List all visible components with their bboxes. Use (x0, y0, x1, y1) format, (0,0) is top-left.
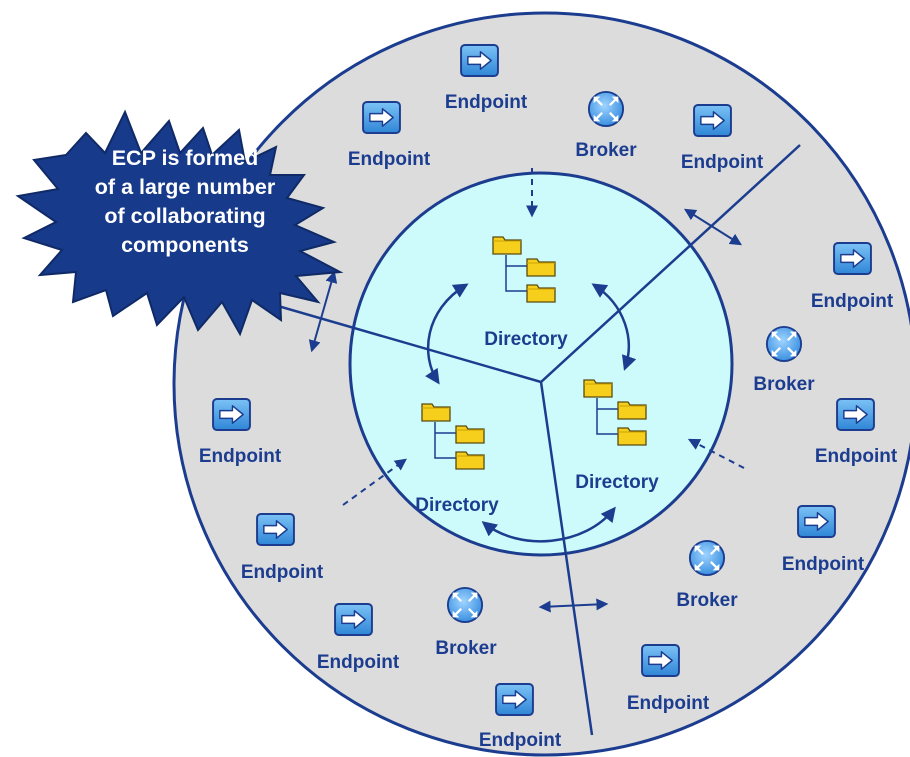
callout-line-1: ECP is formed (112, 146, 259, 170)
endpoint-4: Endpoint (811, 242, 894, 312)
directory-top: Directory (484, 237, 568, 350)
broker-icon (765, 325, 803, 363)
callout-line-4: components (121, 233, 249, 257)
arrow-right-icon (693, 104, 732, 137)
endpoint-9: Endpoint (317, 603, 400, 673)
endpoint-label: Endpoint (681, 152, 764, 173)
arrow-right-icon (836, 398, 875, 431)
directory-right: Directory (575, 380, 659, 493)
broker-label: Broker (435, 638, 497, 659)
endpoint-10: Endpoint (627, 644, 710, 714)
broker-top: Broker (575, 90, 637, 161)
broker-label: Broker (575, 140, 637, 161)
endpoint-11: Endpoint (479, 683, 562, 751)
broker-icon (587, 90, 625, 128)
broker-right: Broker (753, 325, 815, 395)
arrow-right-icon (460, 44, 499, 77)
endpoint-label: Endpoint (348, 149, 431, 170)
endpoint-2: Endpoint (348, 101, 431, 170)
endpoint-label: Endpoint (782, 554, 865, 575)
broker-icon (446, 586, 484, 624)
endpoint-label: Endpoint (479, 730, 562, 751)
ring-arrows (308, 208, 743, 613)
broker-label: Broker (676, 590, 738, 611)
arrow-right-icon (833, 242, 872, 275)
arrow-right-icon (256, 513, 295, 546)
directory-core (348, 171, 734, 557)
endpoint-1: Endpoint (445, 44, 528, 113)
endpoint-8: Endpoint (241, 513, 324, 583)
callout-burst (15, 109, 344, 337)
directory-label: Directory (484, 329, 568, 350)
endpoint-label: Endpoint (627, 693, 710, 714)
endpoint-6: Endpoint (199, 398, 282, 467)
directory-label: Directory (415, 495, 499, 516)
callout-line-3: of collaborating (104, 204, 265, 228)
endpoint-label: Endpoint (199, 446, 282, 467)
endpoint-label: Endpoint (317, 652, 400, 673)
arrow-right-icon (362, 101, 401, 134)
broker-bottom: Broker (435, 586, 497, 659)
partition-lines (239, 144, 801, 736)
endpoint-label: Endpoint (241, 562, 324, 583)
endpoint-label: Endpoint (815, 446, 898, 467)
arrow-right-icon (641, 644, 680, 677)
directory-label: Directory (575, 472, 659, 493)
arrow-right-icon (212, 398, 251, 431)
endpoint-5: Endpoint (815, 398, 898, 467)
directory-arrows (425, 283, 637, 543)
endpoint-7: Endpoint (782, 505, 865, 575)
endpoint-label: Endpoint (445, 92, 528, 113)
directory-left: Directory (415, 404, 499, 516)
endpoint-label: Endpoint (811, 291, 894, 312)
callout-line-2: of a large number (95, 175, 276, 199)
arrow-right-icon (797, 505, 836, 538)
callout: ECP is formed of a large number of colla… (15, 109, 344, 337)
broker-bottom-right: Broker (676, 539, 738, 611)
arrow-right-icon (334, 603, 373, 636)
arrow-right-icon (495, 683, 534, 716)
dashed-arrows (342, 168, 745, 506)
broker-label: Broker (753, 374, 815, 395)
endpoint-3: Endpoint (681, 104, 764, 173)
broker-icon (688, 539, 726, 577)
